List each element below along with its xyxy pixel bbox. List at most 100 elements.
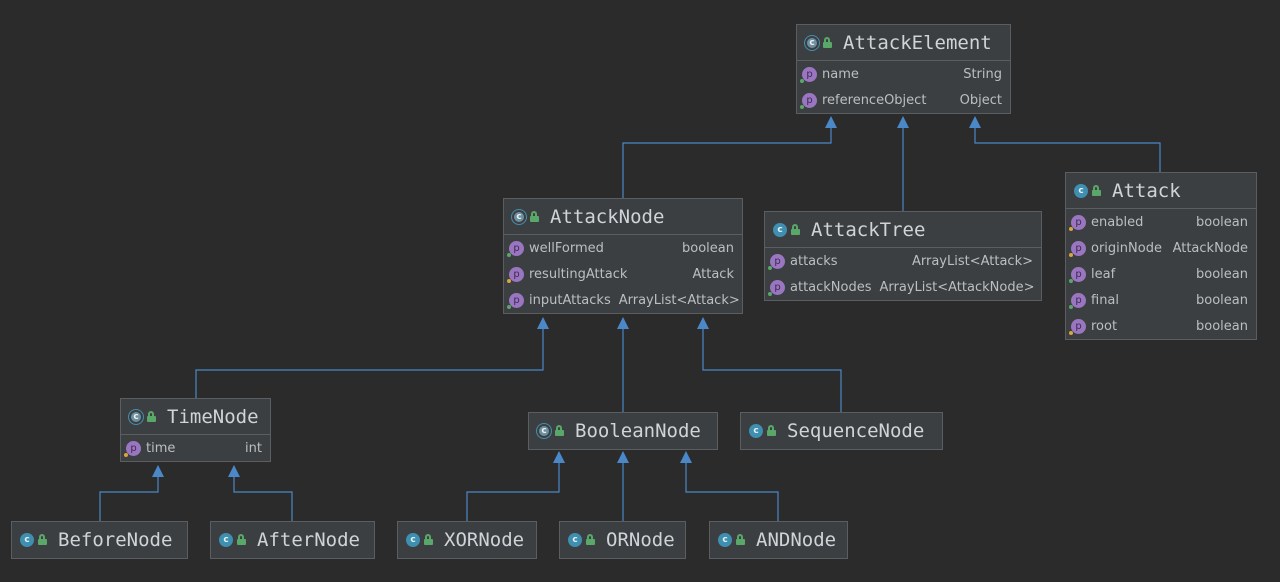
- public-visibility-icon: [736, 534, 746, 546]
- field-row: p originNode AttackNode: [1066, 235, 1256, 261]
- class-icon: c: [406, 533, 420, 547]
- public-visibility-icon: [38, 534, 48, 546]
- class-name: AttackElement: [843, 31, 992, 54]
- arrowhead: [697, 317, 709, 329]
- arrowhead: [617, 317, 629, 329]
- class-name: AttackTree: [811, 218, 926, 241]
- field-name: wellFormed: [529, 240, 604, 256]
- field-name: attacks: [790, 253, 838, 269]
- class-ornode[interactable]: c ORNode: [559, 521, 686, 559]
- property-icon: p: [1069, 318, 1086, 335]
- field-type: Object: [959, 92, 1002, 108]
- field-type: ArrayList<Attack>: [911, 253, 1033, 269]
- field-name: final: [1091, 292, 1120, 308]
- class-icon: c: [219, 533, 233, 547]
- field-name: resultingAttack: [529, 266, 628, 282]
- public-visibility-icon: [791, 223, 801, 236]
- class-header: c AttackElement: [797, 25, 1010, 61]
- public-visibility-icon: [555, 425, 565, 437]
- field-name: originNode: [1091, 240, 1162, 256]
- property-icon: p: [800, 92, 817, 109]
- class-name: SequenceNode: [787, 420, 925, 442]
- class-attacknode[interactable]: c AttackNode p wellFormed boolean p resu…: [503, 198, 743, 314]
- field-type: ArrayList<Attack>: [618, 292, 740, 308]
- class-icon: c: [718, 533, 732, 547]
- class-icon: c: [1074, 183, 1088, 198]
- inheritance-arrowheads: [152, 116, 981, 477]
- public-visibility-icon: [586, 534, 596, 546]
- edge-beforenode-to-timenode: [99, 466, 159, 521]
- class-header: c AttackTree: [765, 212, 1041, 248]
- class-header: c XORNode: [398, 522, 536, 558]
- class-icon: c: [568, 533, 582, 547]
- field-row: p leaf boolean: [1066, 261, 1256, 287]
- class-timenode[interactable]: c TimeNode p time int: [120, 398, 271, 462]
- class-icon: c: [20, 533, 34, 547]
- arrowhead: [152, 465, 164, 477]
- field-name: root: [1091, 318, 1118, 334]
- arrowhead: [537, 317, 549, 329]
- field-type: boolean: [1196, 214, 1248, 230]
- public-visibility-icon: [767, 425, 777, 437]
- class-attack[interactable]: c Attack p enabled boolean p originNode …: [1065, 172, 1257, 340]
- field-row: p name String: [797, 61, 1010, 87]
- field-name: name: [822, 66, 859, 82]
- field-row: p enabled boolean: [1066, 209, 1256, 235]
- field-name: inputAttacks: [529, 292, 611, 308]
- property-icon: p: [768, 279, 785, 296]
- class-andnode[interactable]: c ANDNode: [709, 521, 848, 559]
- class-icon: c: [749, 424, 763, 438]
- arrowhead: [617, 451, 629, 463]
- arrowhead: [825, 116, 837, 128]
- property-icon: p: [507, 266, 524, 283]
- class-name: Attack: [1112, 179, 1181, 202]
- class-header: c BooleanNode: [529, 413, 717, 449]
- field-row: p resultingAttack Attack: [504, 261, 742, 287]
- field-name: enabled: [1091, 214, 1144, 230]
- field-row: p wellFormed boolean: [504, 235, 742, 261]
- arrowhead: [553, 451, 565, 463]
- field-type: ArrayList<AttackNode>: [879, 279, 1035, 295]
- public-visibility-icon: [424, 534, 434, 546]
- class-header: c TimeNode: [121, 399, 270, 435]
- field-type: AttackNode: [1172, 240, 1248, 256]
- field-type: boolean: [1196, 266, 1248, 282]
- field-row: p root boolean: [1066, 313, 1256, 339]
- property-icon: p: [1069, 292, 1086, 309]
- class-header: c ORNode: [560, 522, 685, 558]
- class-afternode[interactable]: c AfterNode: [210, 521, 375, 559]
- class-beforenode[interactable]: c BeforeNode: [11, 521, 188, 559]
- class-attackelement[interactable]: c AttackElement p name String p referenc…: [796, 24, 1011, 114]
- class-name: TimeNode: [167, 405, 259, 428]
- class-icon: c: [773, 222, 787, 237]
- class-header: c BeforeNode: [12, 522, 187, 558]
- field-row: p time int: [121, 435, 270, 461]
- field-name: time: [146, 440, 176, 456]
- property-icon: p: [800, 66, 817, 83]
- class-sequencenode[interactable]: c SequenceNode: [740, 412, 943, 450]
- field-type: String: [963, 66, 1002, 82]
- field-name: attackNodes: [790, 279, 872, 295]
- arrowhead: [228, 465, 240, 477]
- class-attacktree[interactable]: c AttackTree p attacks ArrayList<Attack>…: [764, 211, 1042, 301]
- field-row: p final boolean: [1066, 287, 1256, 313]
- property-icon: p: [768, 253, 785, 270]
- field-row: p referenceObject Object: [797, 87, 1010, 113]
- field-row: p attackNodes ArrayList<AttackNode>: [765, 274, 1041, 300]
- class-name: ORNode: [606, 529, 675, 551]
- arrowhead: [969, 116, 981, 128]
- abstract-class-icon: c: [129, 409, 143, 424]
- class-name: ANDNode: [756, 529, 837, 551]
- property-icon: p: [124, 440, 141, 457]
- field-type: boolean: [682, 240, 734, 256]
- edge-andnode-to-booleannode: [685, 452, 779, 521]
- field-row: p attacks ArrayList<Attack>: [765, 248, 1041, 274]
- class-name: BeforeNode: [58, 529, 173, 551]
- class-booleannode[interactable]: c BooleanNode: [528, 412, 718, 450]
- property-icon: p: [1069, 240, 1086, 257]
- public-visibility-icon: [237, 534, 247, 546]
- class-xornode[interactable]: c XORNode: [397, 521, 537, 559]
- edge-attacknode-to-attackelement: [622, 117, 832, 198]
